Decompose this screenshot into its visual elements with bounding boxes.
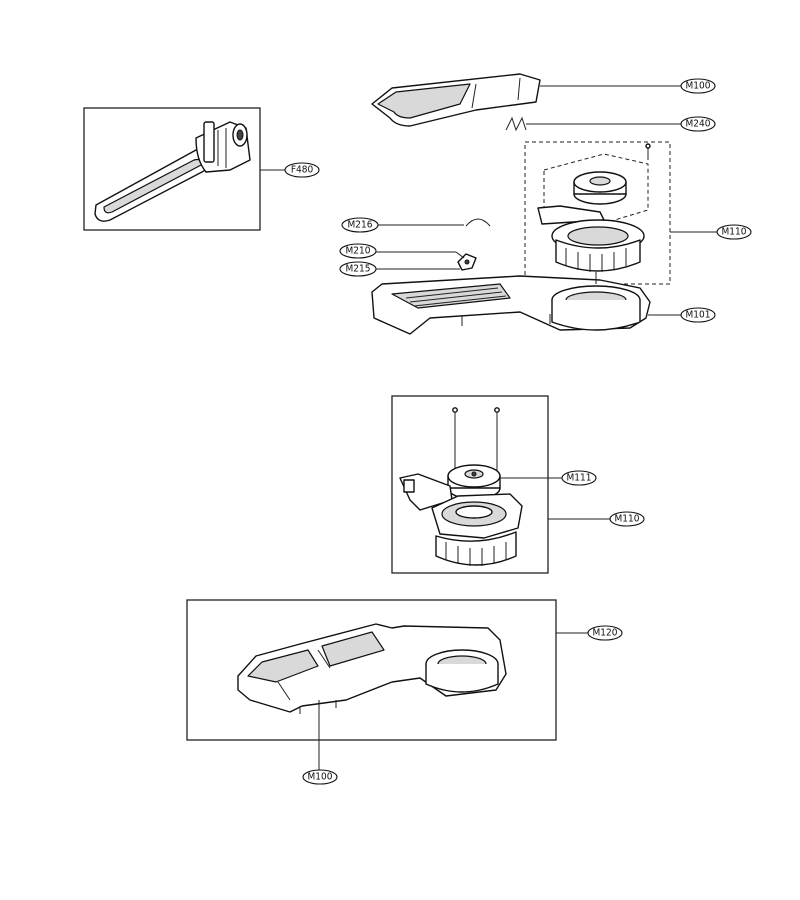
callout-m210: M210	[339, 243, 377, 259]
seal-arc-part	[465, 218, 491, 227]
callout-m100-top: M100	[680, 78, 716, 94]
svg-text:M240: M240	[686, 119, 711, 130]
svg-text:F480: F480	[291, 165, 314, 176]
f480-detail-frame	[83, 107, 261, 231]
duct-assembly-part	[237, 623, 507, 714]
m120-detail-frame	[186, 599, 557, 741]
spring-clip-part	[505, 116, 527, 132]
top-cover-part	[371, 73, 541, 127]
fan-motor-assembly-top	[537, 143, 651, 272]
callout-m110-mid: M110	[609, 511, 645, 527]
callout-m110-top: M110	[716, 224, 752, 240]
heater-element-part	[94, 121, 251, 222]
svg-text:M111: M111	[567, 473, 592, 484]
svg-text:M120: M120	[593, 628, 618, 639]
callout-m120: M120	[587, 625, 623, 641]
base-duct-part	[371, 272, 651, 335]
svg-text:M210: M210	[346, 246, 371, 257]
fan-motor-assembly-detail	[399, 407, 523, 566]
callout-m215: M215	[339, 261, 377, 277]
callout-m240: M240	[680, 116, 716, 132]
callout-m111: M111	[561, 470, 597, 486]
svg-text:M215: M215	[346, 264, 371, 275]
callout-m100-bottom: M100	[302, 769, 338, 785]
svg-text:M110: M110	[722, 227, 747, 238]
m110-detail-frame	[391, 395, 549, 574]
callout-m216: M216	[341, 217, 379, 233]
svg-text:M110: M110	[615, 514, 640, 525]
callout-f480: F480	[284, 162, 320, 178]
thermostat-part	[457, 253, 477, 271]
callout-m101: M101	[680, 307, 716, 323]
svg-text:M100: M100	[686, 81, 711, 92]
svg-text:M100: M100	[308, 772, 333, 783]
svg-text:M101: M101	[686, 310, 711, 321]
svg-text:M216: M216	[348, 220, 373, 231]
